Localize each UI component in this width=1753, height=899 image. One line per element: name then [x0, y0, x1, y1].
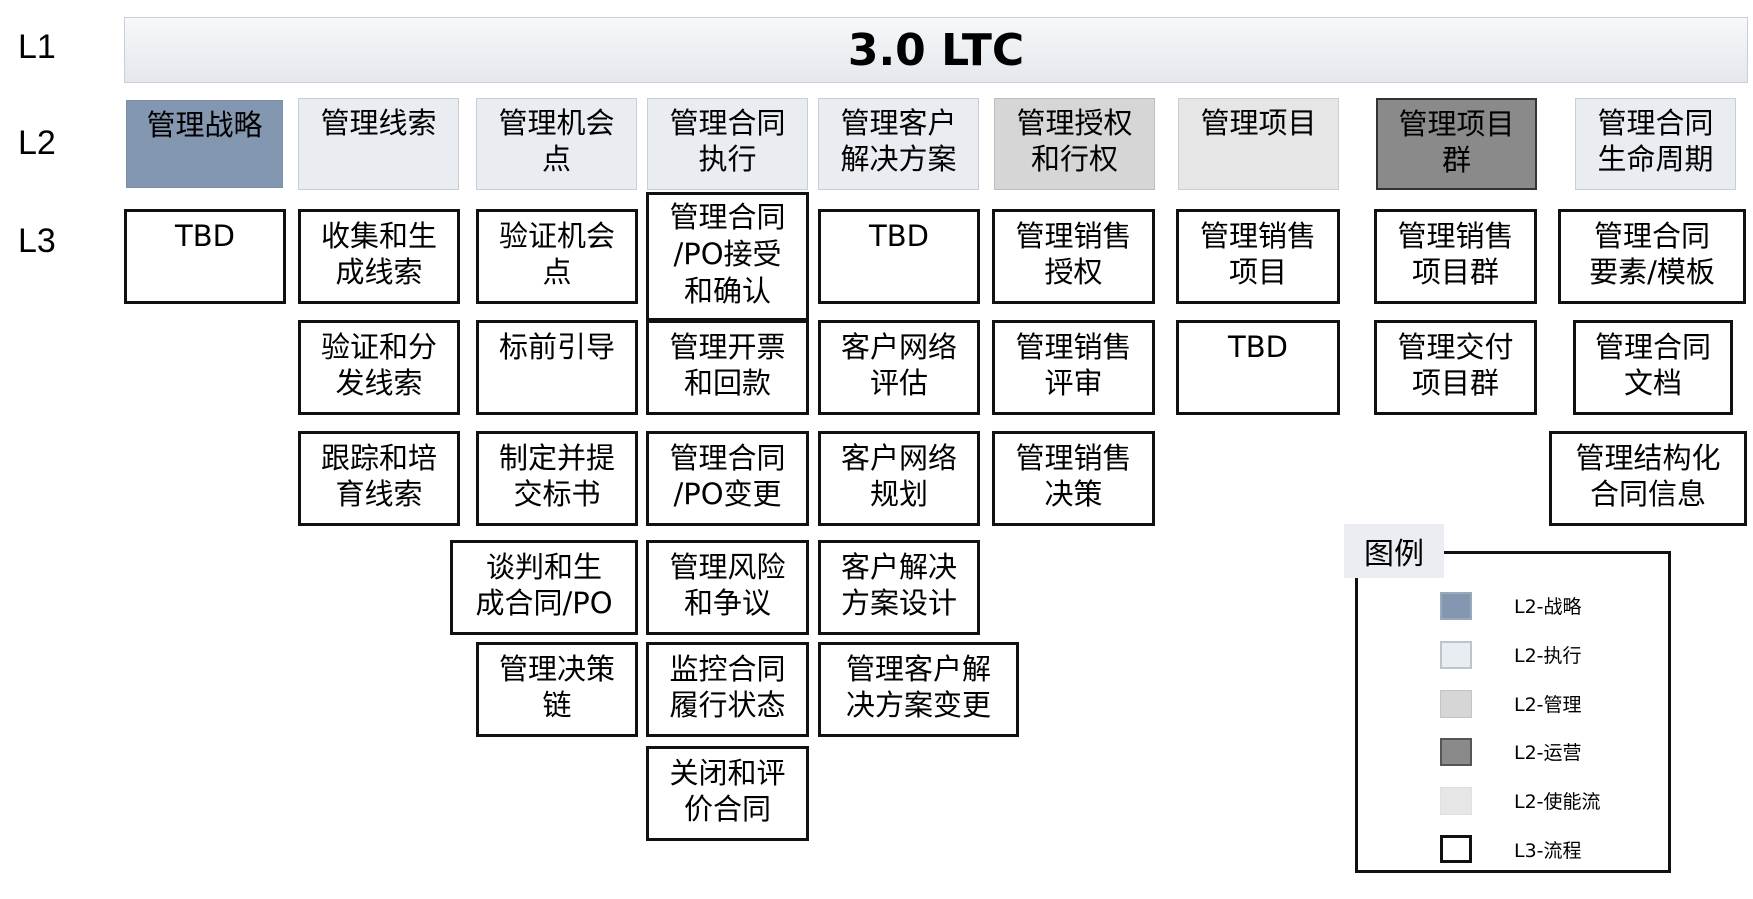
l3-process-box: 管理合同 /PO变更	[646, 431, 809, 526]
l3-process-box: 管理合同 文档	[1573, 320, 1733, 415]
legend-label: L2-战略	[1514, 596, 1582, 618]
legend-swatch-execution	[1440, 641, 1472, 669]
l2-manage-strategy: 管理战略	[126, 100, 283, 188]
l3-process-box: 验证机会 点	[476, 209, 638, 304]
legend-label: L3-流程	[1514, 840, 1582, 862]
l3-process-box: 管理结构化 合同信息	[1549, 431, 1747, 526]
l3-process-box: 管理销售 授权	[992, 209, 1155, 304]
l3-process-box: 管理销售 决策	[992, 431, 1155, 526]
l2-manage-program: 管理项目 群	[1376, 98, 1537, 190]
l3-process-box: TBD	[1176, 320, 1340, 415]
l3-process-box: 跟踪和培 育线索	[298, 431, 460, 526]
legend-title: 图例	[1344, 524, 1444, 578]
l3-process-box: 管理客户解 决方案变更	[818, 642, 1019, 737]
legend-label: L2-执行	[1514, 645, 1582, 667]
l3-process-box: 管理合同 要素/模板	[1558, 209, 1746, 304]
l3-process-box: 客户网络 评估	[818, 320, 980, 415]
level-label-l2: L2	[18, 124, 56, 162]
l2-manage-contract-lifecycle: 管理合同 生命周期	[1575, 98, 1736, 190]
l2-manage-leads: 管理线索	[298, 98, 459, 190]
l3-process-box: 监控合同 履行状态	[646, 642, 809, 737]
l3-process-box: 管理销售 项目	[1176, 209, 1340, 304]
l1-banner: 3.0 LTC	[124, 17, 1748, 83]
legend-label: L2-运营	[1514, 742, 1582, 764]
l3-process-box: 收集和生 成线索	[298, 209, 460, 304]
l3-process-box: TBD	[124, 209, 286, 304]
level-label-l3: L3	[18, 222, 56, 260]
l2-manage-project: 管理项目	[1178, 98, 1339, 190]
l3-process-box: 客户网络 规划	[818, 431, 980, 526]
l3-process-box: 管理交付 项目群	[1374, 320, 1537, 415]
l1-title: 3.0 LTC	[847, 24, 1025, 76]
l3-process-box: 谈判和生 成合同/PO	[450, 540, 638, 635]
legend	[1355, 551, 1671, 873]
legend-swatch-enablement	[1440, 787, 1472, 815]
l3-process-box: 关闭和评 价合同	[646, 746, 809, 841]
legend-swatch-l3-process	[1440, 835, 1472, 863]
l3-process-box: TBD	[818, 209, 980, 304]
l3-process-box: 管理开票 和回款	[646, 320, 809, 415]
l3-process-box: 管理合同 /PO接受 和确认	[646, 192, 809, 321]
l3-process-box: 客户解决 方案设计	[818, 540, 980, 635]
legend-label: L2-使能流	[1514, 791, 1601, 813]
legend-swatch-management	[1440, 690, 1472, 718]
l2-manage-contract-execution: 管理合同 执行	[647, 98, 808, 190]
legend-label: L2-管理	[1514, 694, 1582, 716]
l3-process-box: 验证和分 发线索	[298, 320, 460, 415]
l2-manage-authorization: 管理授权 和行权	[994, 98, 1155, 190]
legend-swatch-operations	[1440, 738, 1472, 766]
l2-manage-opportunity: 管理机会 点	[476, 98, 637, 190]
l3-process-box: 管理销售 评审	[992, 320, 1155, 415]
level-label-l1: L1	[18, 28, 56, 66]
l3-process-box: 管理决策 链	[476, 642, 638, 737]
l3-process-box: 标前引导	[476, 320, 638, 415]
l2-manage-customer-solution: 管理客户 解决方案	[818, 98, 979, 190]
legend-swatch-strategy	[1440, 592, 1472, 620]
l3-process-box: 制定并提 交标书	[476, 431, 638, 526]
l3-process-box: 管理风险 和争议	[646, 540, 809, 635]
l3-process-box: 管理销售 项目群	[1374, 209, 1537, 304]
